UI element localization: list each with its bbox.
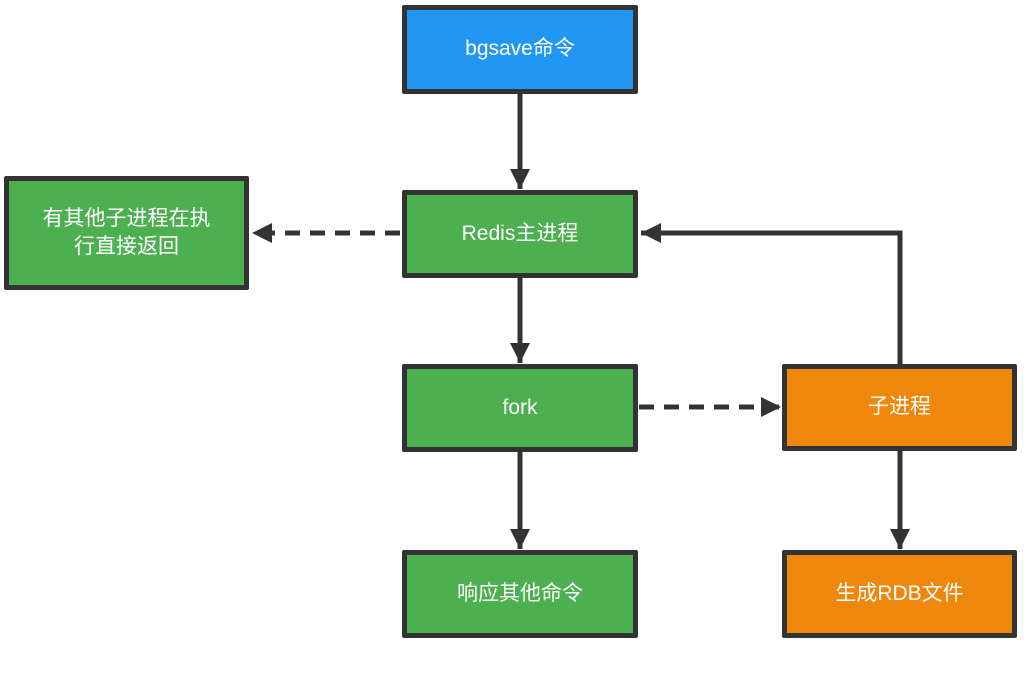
node-bgsave-command-label: bgsave命令 bbox=[465, 37, 575, 61]
node-busy-return-label: 有其他子进程在执 行直接返回 bbox=[42, 206, 211, 258]
node-generate-rdb-file-label: 生成RDB文件 bbox=[835, 581, 964, 605]
node-generate-rdb-file: 生成RDB文件 bbox=[782, 550, 1017, 638]
node-fork: fork bbox=[402, 364, 638, 452]
node-redis-main-process: Redis主进程 bbox=[402, 190, 638, 278]
node-respond-other-commands-label: 响应其他命令 bbox=[457, 581, 583, 605]
node-busy-return: 有其他子进程在执 行直接返回 bbox=[4, 176, 249, 290]
arrow-child-to-redis-feedback bbox=[641, 223, 903, 364]
node-bgsave-command: bgsave命令 bbox=[402, 5, 638, 94]
node-child-process-label: 子进程 bbox=[868, 395, 931, 419]
node-fork-label: fork bbox=[502, 395, 538, 419]
node-redis-main-process-label: Redis主进程 bbox=[461, 221, 579, 245]
node-respond-other-commands: 响应其他命令 bbox=[402, 550, 638, 638]
node-child-process: 子进程 bbox=[782, 364, 1017, 451]
